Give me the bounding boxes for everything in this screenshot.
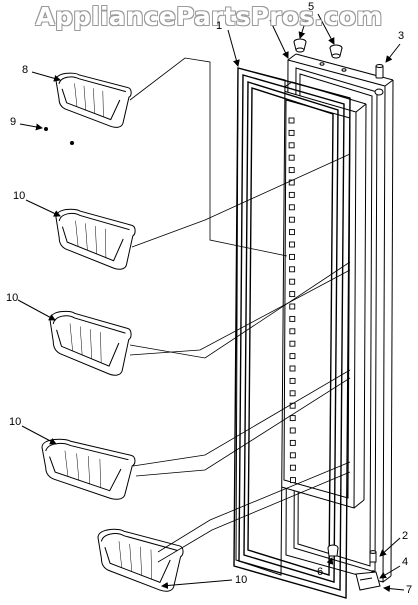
- shelf-rib-stud: [289, 229, 295, 236]
- bin-guide-lines: [129, 57, 351, 563]
- callout-9: 9: [10, 116, 17, 128]
- shelf-rib-stud: [289, 253, 295, 260]
- shelf-rib-stud: [289, 328, 296, 335]
- door-bin: [97, 528, 184, 592]
- shelf-rib-stud: [288, 204, 295, 211]
- shelf-rib-stud: [289, 365, 296, 372]
- shelf-rib-stud: [288, 216, 295, 223]
- door-bin: [55, 208, 136, 270]
- shelf-rib-stud: [288, 167, 295, 174]
- shelf-rib-stud: [288, 179, 295, 186]
- callout-8: 8: [22, 64, 29, 76]
- callout-leaders: [17, 13, 405, 593]
- liner-shelf-ribs: [288, 117, 296, 484]
- callout-10-bin-3: 10: [9, 416, 22, 428]
- shelf-rib-stud: [289, 315, 296, 322]
- shelf-rib-stud: [289, 427, 296, 434]
- callout-6: 6: [317, 566, 324, 578]
- top-cap-parts: [293, 38, 384, 96]
- screw-part: [44, 127, 74, 145]
- watermark-logo: AppliancePartsPros.com: [35, 2, 383, 31]
- shelf-rib-stud: [288, 117, 295, 124]
- door-bin: [41, 438, 136, 500]
- shelf-rib-stud: [289, 340, 296, 347]
- door-bins: [41, 72, 184, 592]
- shelf-rib-stud: [289, 303, 296, 310]
- callout-4: 4: [402, 556, 409, 568]
- shelf-rib-stud: [289, 377, 296, 384]
- door-bin: [55, 72, 132, 128]
- shelf-rib-stud: [289, 390, 296, 397]
- callout-1: 1: [216, 20, 223, 32]
- shelf-rib-stud: [290, 477, 296, 484]
- shelf-rib-stud: [288, 129, 295, 136]
- shelf-rib-stud: [289, 266, 296, 273]
- shelf-rib-stud: [288, 154, 295, 161]
- door-bin: [49, 310, 132, 376]
- shelf-rib-stud: [288, 191, 295, 198]
- callout-10-bin-2: 10: [6, 292, 19, 304]
- shelf-rib-stud: [289, 278, 296, 285]
- callout-10-bin-1: 10: [13, 190, 26, 202]
- callout-3: 3: [398, 30, 405, 42]
- shelf-rib-stud: [289, 353, 296, 360]
- shelf-rib-stud: [289, 439, 296, 446]
- shelf-rib-stud: [289, 464, 296, 471]
- shelf-rib-stud: [289, 452, 296, 459]
- shelf-rib-stud: [288, 142, 295, 149]
- shelf-rib-stud: [289, 291, 296, 298]
- shelf-rib-stud: [289, 415, 296, 422]
- callout-10-bin-4: 10: [235, 574, 248, 586]
- callout-7: 7: [406, 584, 413, 596]
- bottom-hinge-parts: [327, 544, 381, 591]
- callout-5: 5: [308, 1, 315, 13]
- callout-2: 2: [402, 530, 409, 542]
- shelf-rib-stud: [289, 241, 295, 248]
